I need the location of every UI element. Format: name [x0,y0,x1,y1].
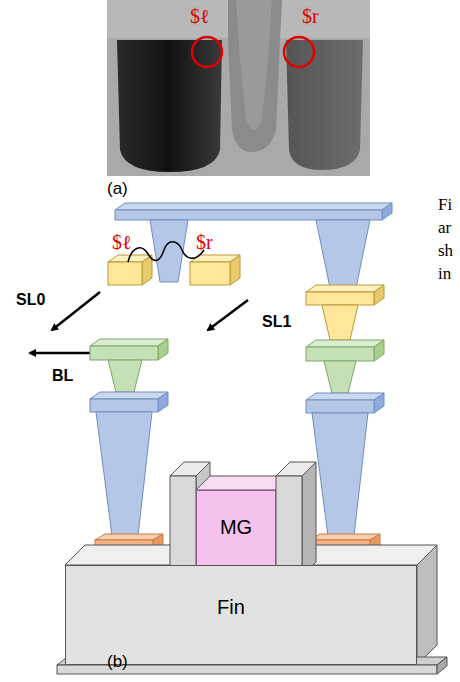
caption-fragment: in [438,265,451,282]
gate-stack [170,462,316,576]
signal-arrow [30,352,92,355]
defect-label: $r [196,232,213,252]
fin-box: Fin [65,565,417,665]
caption-fragment: Fi [438,196,452,213]
panel-label: (a) [107,180,128,197]
part-name: MG [220,516,252,539]
defect-label: $r [302,6,319,26]
signal-arrow [52,292,100,330]
fin-body [57,545,447,674]
left-contact-stack [90,339,168,558]
defect-label: $ℓ [112,232,132,252]
breakdown-path [128,242,204,262]
gate-box: MG [196,490,276,576]
panel-label: (b) [107,653,128,670]
defect-label: $ℓ [190,6,210,26]
metal-bar [115,203,392,220]
tem-image [107,0,370,176]
signal-name: BL [52,368,73,384]
caption-fragment: sh [438,242,453,259]
sl-pads [108,255,240,285]
signal-arrow [208,300,248,330]
caption-fragment: ar [438,219,451,236]
right-contact-stack [306,220,384,558]
part-name: Fin [217,596,245,619]
signal-name: SL0 [16,292,45,308]
signal-name: SL1 [262,314,291,330]
